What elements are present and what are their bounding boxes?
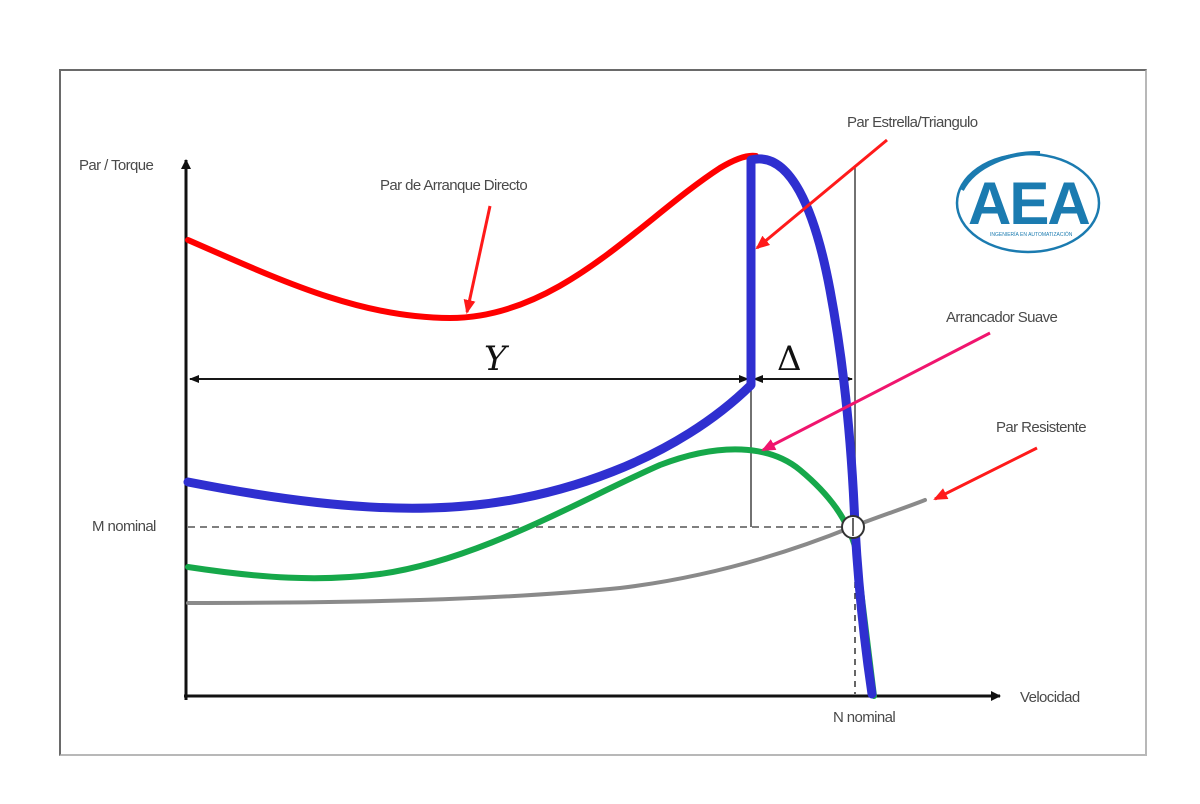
figure-frame — [59, 69, 1147, 756]
soft-starter-arrow — [761, 331, 991, 452]
aea-logo: AEA INGENIERÍA EN AUTOMATIZACIÓN — [955, 150, 1101, 254]
n-nominal-label: N nominal — [833, 709, 895, 726]
soft-starter-label: Arrancador Suave — [946, 309, 1058, 326]
soft-starter-curve — [185, 446, 877, 699]
operating-point — [841, 515, 865, 539]
resistant-torque-arrow — [933, 446, 1038, 501]
logo-text: AEA — [968, 170, 1089, 237]
annotation-arrows — [463, 138, 1038, 501]
dimension-arrows: Y Δ — [189, 339, 853, 383]
direct-start-arrow — [463, 205, 492, 314]
resistant-torque-label: Par Resistente — [996, 419, 1086, 436]
direct-start-label: Par de Arranque Directo — [380, 177, 527, 194]
labels: Par / Torque Velocidad M nominal N nomin… — [79, 114, 1087, 726]
y-axis-label: Par / Torque — [79, 157, 153, 174]
y-symbol: Y — [484, 339, 510, 379]
m-nominal-label: M nominal — [92, 518, 156, 535]
x-axis-label: Velocidad — [1020, 689, 1080, 706]
star-delta-label: Par Estrella/Triangulo — [847, 114, 978, 131]
logo-subtitle: INGENIERÍA EN AUTOMATIZACIÓN — [990, 231, 1073, 238]
axes — [181, 159, 1001, 701]
logo-swoosh — [960, 150, 1041, 191]
delta-symbol: Δ — [777, 339, 802, 379]
direct-start-curve — [185, 152, 759, 321]
star-delta-arrow — [755, 138, 888, 250]
curves — [183, 152, 927, 699]
resistant-torque-curve — [186, 498, 927, 605]
